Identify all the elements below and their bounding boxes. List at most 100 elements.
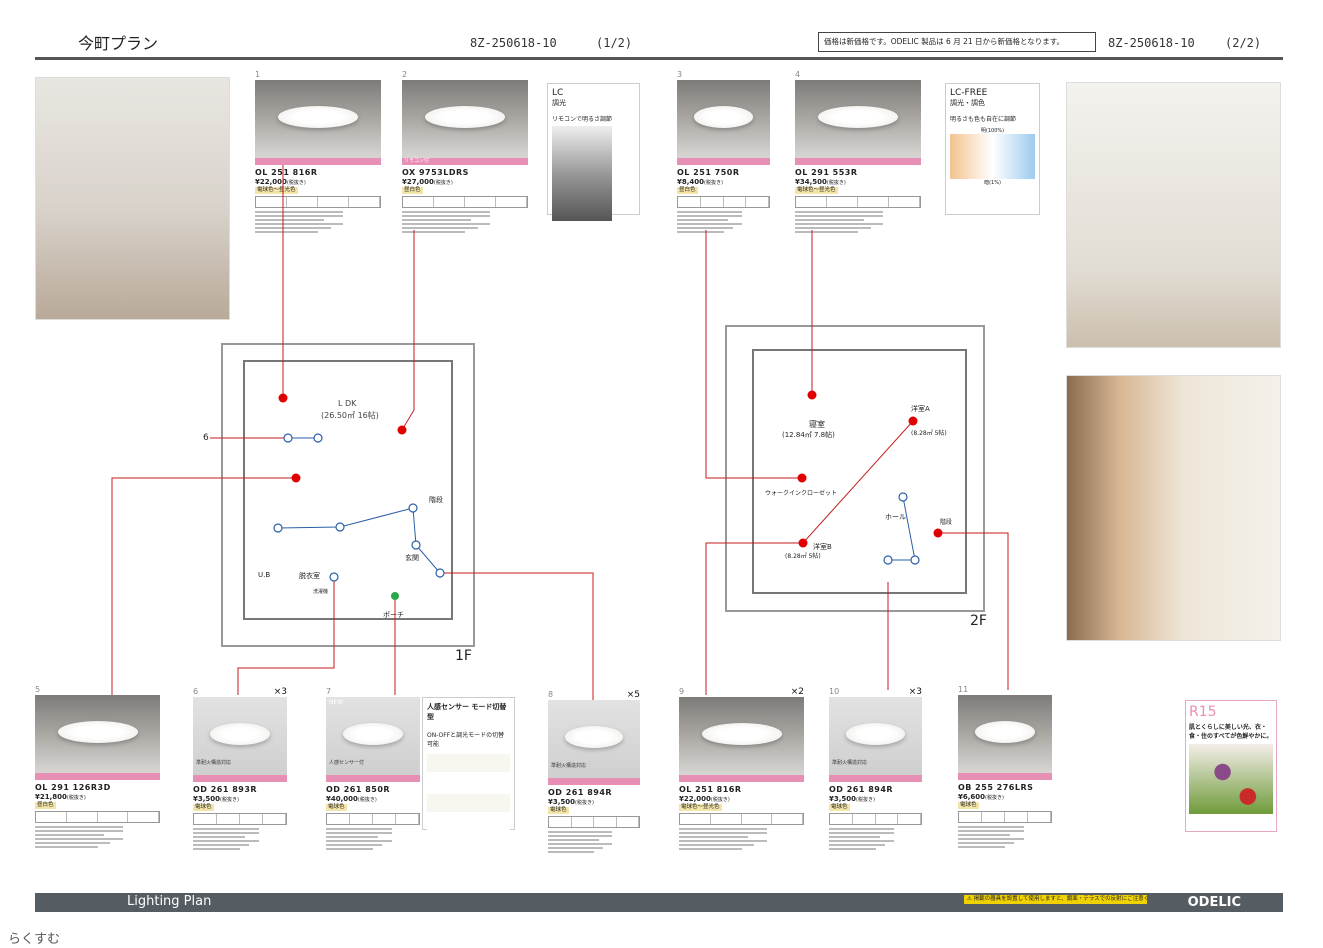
price-value: ¥3,500: [193, 794, 221, 803]
lc-subtitle: 調光: [552, 99, 566, 107]
fixture-shape: [564, 726, 624, 748]
sensor-title: 人感センサー モード切替型: [427, 703, 507, 721]
spec-table: [829, 812, 922, 825]
quantity: ×3: [908, 687, 922, 697]
feature-band: [193, 775, 287, 782]
model-number: OD 261 893R: [193, 785, 258, 794]
card-number: 1: [255, 70, 261, 79]
spec-table: [326, 812, 420, 825]
product-photo: [795, 80, 921, 158]
spec-table: [795, 195, 921, 208]
product-card: 4 OL 291 553R ¥34,500(税抜き) 電球色～昼光色: [795, 70, 921, 235]
floor-label-1f: 1F: [455, 648, 472, 664]
model-number: OD 261 850R: [326, 785, 391, 794]
product-card: 3 OL 251 750R ¥8,400(税抜き) 昼白色: [677, 70, 770, 235]
fixture-shape: [817, 106, 899, 128]
price-note: (税抜き): [826, 179, 846, 186]
spec-table: [35, 810, 160, 823]
fixture-shape: [693, 106, 754, 128]
room-dressing: 脱衣室: [299, 572, 320, 580]
r15-brochure: R15 肌とくらしに美しい光、衣・食・住のすべてが色鮮やかに。: [1185, 700, 1277, 832]
product-card: 8 ×5 準耐火構造対応 OD 261 894R ¥3,500(税抜き) 電球色: [548, 690, 640, 855]
product-subtitle: 準耐火構造対応: [196, 760, 232, 766]
porch-light-marker: [391, 592, 399, 600]
bedroom-photo: [1066, 82, 1281, 348]
product-photo: [677, 80, 770, 158]
room-stairs: 階段: [429, 496, 443, 504]
room-ldk: L DK: [338, 399, 357, 408]
price-value: ¥21,800: [35, 792, 67, 801]
room-laundry: 洗濯機: [313, 589, 329, 595]
card-number: 8: [548, 690, 554, 699]
price: ¥8,400(税抜き): [677, 178, 770, 186]
downlight-markers: [273, 433, 920, 582]
product-photo: [679, 697, 804, 775]
product-photo: [255, 80, 381, 158]
feature-band: リモコン付: [402, 158, 528, 165]
product-photo: [402, 80, 528, 158]
color-temperature: 電球色～昼光色: [795, 186, 838, 194]
price-value: ¥22,000: [255, 177, 287, 186]
fixture-shape: [342, 723, 404, 745]
price-value: ¥40,000: [326, 794, 358, 803]
plan-code-right: 8Z-250618-10: [1108, 36, 1195, 50]
feature-band: [326, 775, 420, 782]
spec-list: [958, 825, 1052, 848]
product-photo: 準耐火構造対応: [829, 697, 922, 775]
quantity: ×5: [626, 690, 640, 700]
price-note: (税抜き): [704, 179, 723, 186]
feature-band: [35, 773, 160, 780]
feature-band: [829, 775, 922, 782]
room-porch: ポーチ: [383, 611, 404, 619]
product-card: 2 リモコン付 OX 9753LDRS ¥27,000(税抜き) 昼白色: [402, 70, 528, 235]
new-tag: NEW: [329, 699, 344, 706]
price: ¥21,800(税抜き): [35, 793, 160, 801]
room-walk-in-closet: ウォークインクローゼット: [765, 490, 838, 497]
floor-label-2f: 2F: [970, 613, 987, 629]
lighting-plan-logo: Lighting Plan: [127, 894, 212, 909]
price-note: (税抜き): [66, 794, 86, 801]
lcfree-dim-label: 暗(1%): [984, 180, 1001, 186]
price: ¥6,600(税抜き): [958, 793, 1052, 801]
price-note: (税抜き): [357, 796, 377, 803]
fixture-shape: [277, 106, 359, 128]
model-number: OB 255 276LRS: [958, 783, 1034, 792]
price: ¥22,000(税抜き): [255, 178, 381, 186]
fixture-shape: [701, 723, 782, 745]
price-note: (税抜き): [575, 799, 594, 806]
floor-plan-2f: 寝室 (12.84㎡ 7.8帖) 洋室A (8.28㎡ 5帖) ウォークインクロ…: [725, 325, 985, 612]
model-number: OL 291 126R3D: [35, 783, 111, 792]
product-card: 5 OL 291 126R3D ¥21,800(税抜き) 昼白色: [35, 685, 160, 850]
model-number: OD 261 894R: [548, 788, 613, 797]
color-temperature: 電球色: [829, 803, 850, 811]
price-note: (税抜き): [710, 796, 730, 803]
model-number: OL 251 816R: [679, 785, 742, 794]
page-number-left: (1/2): [596, 36, 633, 50]
spec-list: [402, 210, 528, 233]
price-value: ¥6,600: [958, 792, 986, 801]
price-value: ¥3,500: [829, 794, 857, 803]
price: ¥22,000(税抜き): [679, 795, 804, 803]
spec-list: [35, 825, 160, 848]
product-subtitle: 準耐火構造対応: [832, 760, 868, 766]
lc-free-info: LC-FREE 調光・調色 明るさも色も自在に調節 明(100%) 暗(1%): [945, 83, 1040, 215]
price-value: ¥3,500: [548, 797, 576, 806]
room-b: 洋室B: [813, 543, 832, 551]
vegetables-photo: [1189, 744, 1273, 814]
price: ¥3,500(税抜き): [193, 795, 287, 803]
lcfree-bright-label: 明(100%): [980, 128, 1005, 134]
footer-bar: Lighting Plan ⚠ 掲載の器具を設置して使用しますと、鏡面・テラスで…: [35, 893, 1283, 912]
spec-list: [795, 210, 921, 233]
wall-light-photo: [1066, 375, 1281, 641]
room-bath: U.B: [258, 571, 271, 579]
price: ¥27,000(税抜き): [402, 178, 528, 186]
spec-table: [677, 195, 770, 208]
product-photo: 準耐火構造対応: [548, 700, 640, 778]
product-card: 11 OB 255 276LRS ¥6,600(税抜き) 電球色: [958, 685, 1052, 850]
spec-table: [255, 195, 381, 208]
spec-list: [193, 827, 287, 850]
fixture-shape: [845, 723, 906, 745]
color-temperature-gradient: [950, 134, 1035, 179]
room-bedroom-area: (12.84㎡ 7.8帖): [782, 431, 835, 439]
